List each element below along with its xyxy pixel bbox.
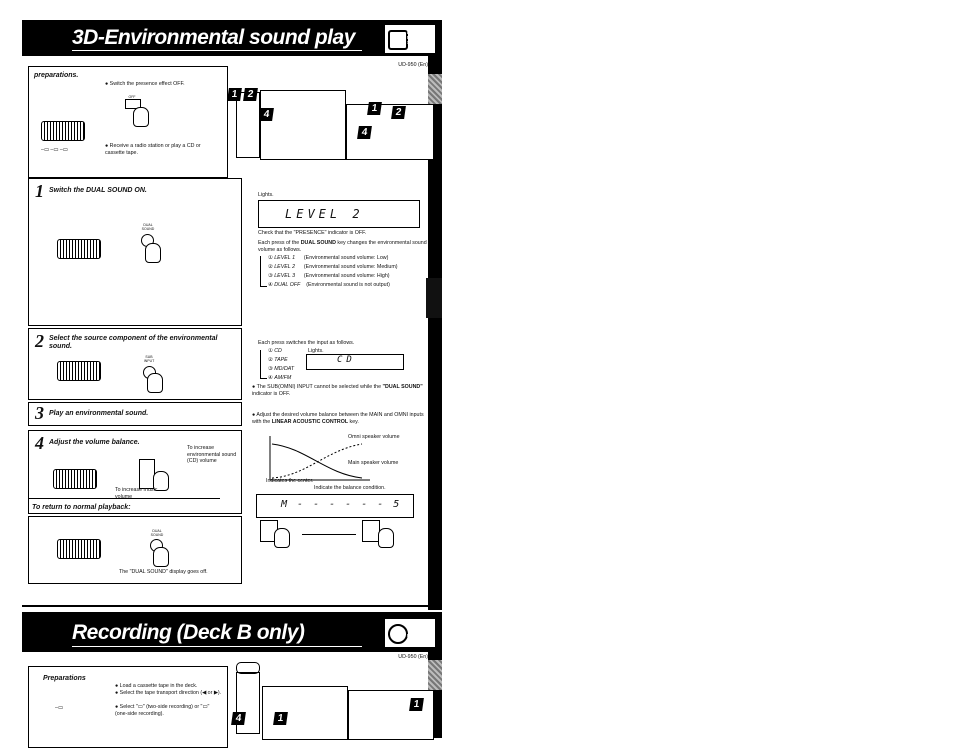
hand-icon: [274, 528, 290, 548]
level-display: LEVEL 2: [258, 200, 420, 228]
source-buttons-icon: –▭ –▭ –▭: [41, 147, 68, 153]
balance-display: M - - - - - - 5: [256, 494, 414, 518]
step4-heading: Adjust the volume balance.: [49, 439, 140, 446]
sub-input-note: ● The SUB(OMNI) INPUT cannot be selected…: [252, 384, 423, 397]
step1-desc: Each press of the DUAL SOUND key changes…: [258, 240, 427, 253]
hand-icon: [133, 107, 149, 127]
volume-balance-curve: [269, 436, 370, 481]
hand-icon: [153, 547, 169, 567]
recording-badge: RECORDING: [384, 618, 436, 648]
page-ref: UD-950 (En): [398, 62, 428, 68]
step3-box: 3 Play an environmental sound.: [28, 402, 242, 426]
preparations-heading: Preparations: [43, 675, 86, 682]
level-3: ③ LEVEL 3 (Environmental sound volume: H…: [268, 273, 390, 279]
remote-icon: [57, 539, 101, 559]
step2-heading: Select the source component of the envir…: [49, 335, 218, 350]
remote-icon: [57, 239, 101, 259]
thumb-tab: [428, 74, 442, 104]
remote-icon: [53, 469, 97, 489]
normal-box: DUAL SOUND The "DUAL SOUND" display goes…: [28, 516, 242, 584]
hand-icon: [153, 471, 169, 491]
preparations-heading: preparations.: [34, 72, 79, 79]
remote-control-image: [236, 92, 260, 158]
sub-input-display: CD: [306, 354, 404, 370]
remote-icon: [57, 361, 101, 381]
page-title: 3D-Environmental sound play: [72, 26, 355, 49]
bottom-page: Recording (Deck B only) RECORDING UD-950…: [22, 612, 442, 748]
title-bar: 3D-Environmental sound play ENVIRON-MENT…: [22, 20, 442, 56]
hand-icon: [145, 243, 161, 263]
preparations-box: Preparations ● Load a cassette tape in t…: [28, 666, 228, 748]
step1-heading: Switch the DUAL SOUND ON.: [49, 187, 147, 194]
normal-heading: To return to normal playback:: [32, 504, 131, 511]
preparations-box: preparations. ● Switch the presence effe…: [28, 66, 228, 178]
page-ref: UD-950 (En): [398, 654, 428, 660]
remote-control-image: [236, 672, 260, 734]
step2-box: 2 Select the source component of the env…: [28, 328, 242, 400]
section-tab: [426, 278, 442, 318]
tape-mode-icon: –▭: [55, 705, 63, 711]
normal-note: The "DUAL SOUND" display goes off.: [119, 569, 208, 575]
speaker-icon: [388, 30, 408, 50]
double-arrow-icon: [302, 534, 356, 535]
remote-icon: [41, 121, 85, 141]
off-button: [125, 99, 141, 109]
cassette-icon: [388, 624, 408, 644]
cassette-icon: [236, 662, 260, 674]
hand-icon: [378, 528, 394, 548]
environmental-sound-badge: ENVIRON-MENTAL SOUND: [384, 24, 436, 54]
page-edge: [428, 56, 442, 610]
title-bar: Recording (Deck B only) RECORDING: [22, 612, 442, 652]
step3-heading: Play an environmental sound.: [49, 410, 149, 417]
hand-icon: [147, 373, 163, 393]
level-4: ④ DUAL OFF (Environmental sound is not o…: [268, 282, 390, 288]
level-2: ② LEVEL 2 (Environmental sound volume: M…: [268, 264, 398, 270]
amplifier-image: [260, 90, 346, 160]
step4-box: 4 Adjust the volume balance. To increase…: [28, 430, 242, 514]
step4-desc: ● Adjust the desired volume balance betw…: [252, 412, 424, 425]
thumb-tab: [428, 660, 442, 690]
level-1: ① LEVEL 1 (Environmental sound volume: L…: [268, 255, 389, 261]
page-title: Recording (Deck B only): [72, 621, 305, 644]
prep-bullet-1: ● Switch the presence effect OFF.: [105, 81, 185, 87]
prep-bullet-2: ● Receive a radio station or play a CD o…: [105, 143, 201, 156]
step1-box: 1 Switch the DUAL SOUND ON. DUAL SOUND: [28, 178, 242, 326]
top-page: 3D-Environmental sound play ENVIRON-MENT…: [22, 20, 442, 610]
